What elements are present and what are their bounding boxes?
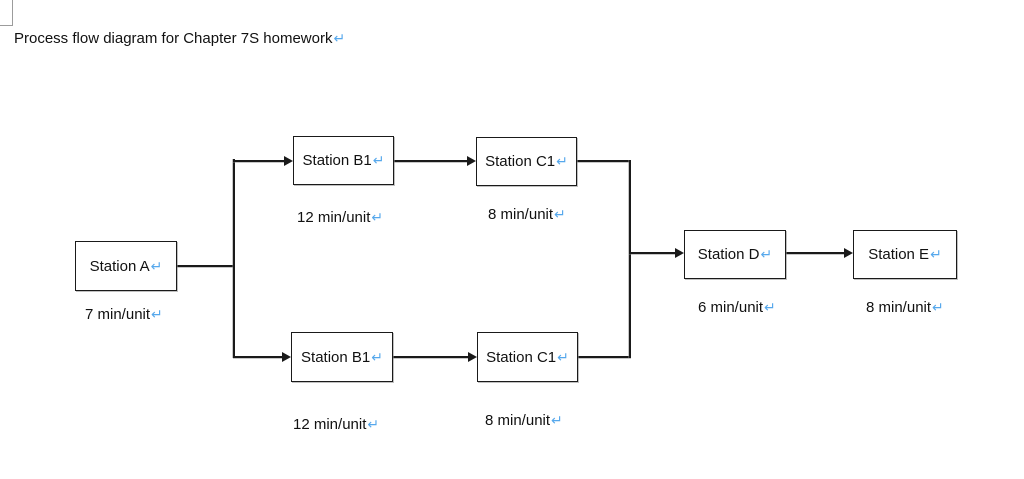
station-e-label: Station E	[868, 246, 930, 263]
return-mark-icon: ↵	[760, 246, 773, 262]
station-d-box: Station D↵	[684, 230, 786, 279]
connector-c1-bottom-out	[578, 356, 631, 358]
arrowhead-into-d	[675, 248, 684, 258]
return-mark-icon: ↵	[554, 206, 566, 222]
station-c1-bottom-box: Station C1↵	[477, 332, 578, 382]
page-title: Process flow diagram for Chapter 7S home…	[14, 28, 345, 49]
connector-split-to-b1-top	[233, 160, 285, 162]
station-a-label: Station A	[89, 257, 150, 275]
station-b1-bottom-time: 12 min/unit↵	[293, 415, 379, 434]
connector-b1-to-c1-bottom	[393, 356, 469, 358]
time-text: 6 min/unit	[698, 299, 764, 316]
connector-d-to-e	[786, 252, 845, 254]
station-c1-top-box: Station C1↵	[476, 137, 577, 186]
time-text: 8 min/unit	[488, 206, 554, 223]
arrowhead-into-c1-bottom	[468, 352, 477, 362]
return-mark-icon: ↵	[932, 299, 944, 315]
return-mark-icon: ↵	[371, 209, 384, 225]
station-c1-bottom-label: Station C1	[486, 348, 557, 366]
station-d-time: 6 min/unit↵	[698, 298, 776, 317]
time-text: 12 min/unit	[297, 209, 371, 226]
arrowhead-into-c1-top	[467, 156, 476, 166]
station-c1-bottom-time: 8 min/unit↵	[485, 411, 563, 430]
time-text: 7 min/unit	[85, 306, 151, 323]
return-mark-icon: ↵	[333, 30, 346, 46]
connector-c1-top-out	[577, 160, 631, 162]
connector-split-to-b1-bottom	[233, 356, 283, 358]
connector-merge-to-d	[629, 252, 676, 254]
return-mark-icon: ↵	[930, 246, 942, 262]
station-e-box: Station E↵	[853, 230, 957, 279]
return-mark-icon: ↵	[367, 416, 380, 432]
return-mark-icon: ↵	[557, 348, 569, 365]
connector-split-vertical	[233, 159, 235, 358]
arrowhead-into-b1-top	[284, 156, 293, 166]
time-text: 8 min/unit	[485, 412, 551, 429]
return-mark-icon: ↵	[150, 257, 163, 274]
return-mark-icon: ↵	[372, 152, 385, 168]
page-title-text: Process flow diagram for Chapter 7S home…	[14, 30, 333, 47]
connector-merge-vertical	[629, 160, 631, 358]
return-mark-icon: ↵	[764, 299, 776, 315]
text-frame-corner	[0, 0, 13, 26]
arrowhead-into-b1-bottom	[282, 352, 291, 362]
return-mark-icon: ↵	[551, 412, 563, 428]
station-b1-bottom-box: Station B1↵	[291, 332, 393, 382]
time-text: 12 min/unit	[293, 416, 367, 433]
arrowhead-into-e	[844, 248, 853, 258]
station-b1-bottom-label: Station B1	[301, 348, 371, 366]
station-e-time: 8 min/unit↵	[866, 298, 944, 317]
connector-b1-to-c1-top	[394, 160, 468, 162]
station-b1-top-time: 12 min/unit↵	[297, 208, 383, 227]
time-text: 8 min/unit	[866, 299, 932, 316]
return-mark-icon: ↵	[371, 348, 383, 365]
station-b1-top-box: Station B1↵	[293, 136, 394, 185]
station-a-time: 7 min/unit↵	[85, 305, 163, 324]
station-c1-top-time: 8 min/unit↵	[488, 205, 566, 224]
station-b1-top-label: Station B1	[302, 152, 372, 169]
return-mark-icon: ↵	[151, 306, 163, 322]
connector-a-to-split	[177, 265, 235, 267]
return-mark-icon: ↵	[556, 153, 568, 169]
station-d-label: Station D	[697, 246, 760, 263]
station-a-box: Station A↵	[75, 241, 177, 291]
station-c1-top-label: Station C1	[485, 153, 556, 170]
